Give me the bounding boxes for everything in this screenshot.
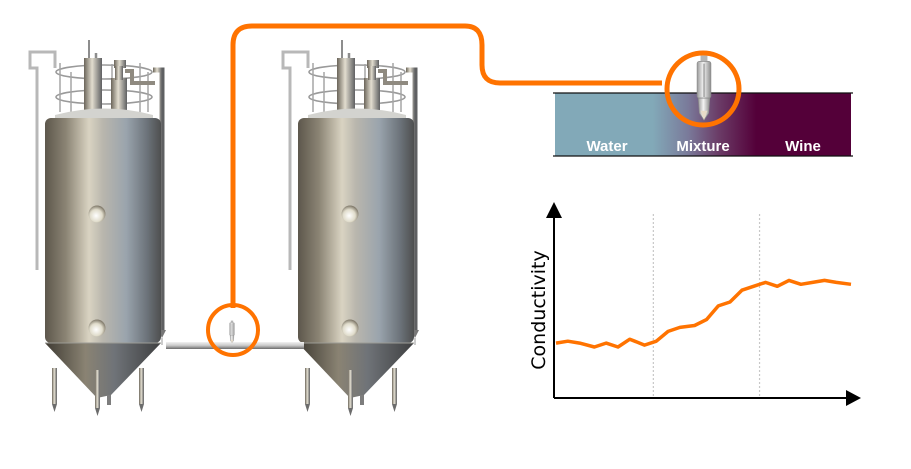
conductivity-chart: Conductivity — [528, 202, 861, 406]
y-axis-label: Conductivity — [528, 250, 550, 369]
x-axis-arrow — [846, 390, 861, 406]
connecting-pipe — [166, 342, 304, 349]
series-line-conductivity — [555, 278, 852, 349]
band-sensor-highlight-circle — [664, 50, 742, 128]
band-sensor-icon — [696, 55, 712, 121]
pipe-sensor-icon — [229, 320, 235, 344]
callout-connector-line — [230, 23, 662, 308]
band-label-water: Water — [586, 138, 627, 155]
band-label-wine: Wine — [785, 138, 821, 155]
band-label-mixture: Mixture — [676, 138, 729, 155]
pipe-sensor-highlight-circle — [206, 303, 260, 357]
tank-2 — [283, 40, 419, 416]
y-axis-arrow — [546, 202, 562, 218]
tank-1 — [30, 40, 166, 416]
